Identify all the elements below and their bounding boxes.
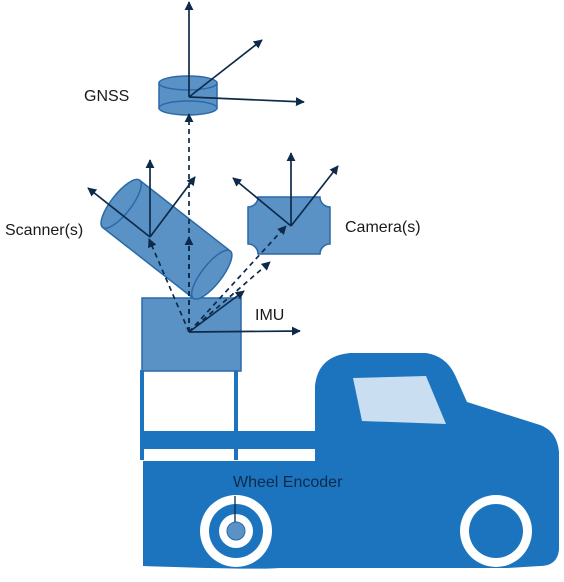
frame-camera [232, 152, 339, 227]
platform-leg-left [140, 370, 144, 460]
wheel-encoder-icon [226, 521, 246, 541]
scanner-label: Scanner(s) [5, 222, 83, 239]
platform-leg-right [234, 370, 238, 460]
wheel-encoder-label: Wheel Encoder [233, 474, 343, 491]
imu-right-arrow [188, 326, 301, 336]
gnss-antenna-icon [158, 75, 218, 116]
camera-right-arrow [290, 165, 339, 227]
gnss-right-arrow [188, 96, 305, 107]
scanner-left-arrow [87, 187, 151, 238]
lever-arm-camera [188, 225, 287, 333]
imu-box [141, 297, 242, 372]
camera-left-arrow [232, 177, 292, 227]
frame-imu [188, 290, 301, 336]
frame-gnss [184, 1, 305, 107]
front-wheel [460, 495, 532, 567]
frame-scanner [87, 159, 196, 238]
rear-wheel [200, 495, 272, 567]
imu-diag-arrow [188, 290, 245, 333]
platform-bed [140, 431, 315, 449]
lever-arm-lines [148, 113, 287, 333]
gnss-diag-arrow [188, 39, 263, 98]
camera-icon [247, 196, 331, 255]
gnss-label: GNSS [84, 88, 129, 105]
imu-label: IMU [255, 307, 284, 324]
camera-label: Camera(s) [345, 219, 421, 236]
platform-frame [140, 370, 315, 460]
scanner-right-arrow [149, 176, 196, 238]
truck-window [353, 376, 446, 424]
scanner-icon [100, 178, 233, 300]
lever-arm-scanner-2 [148, 238, 190, 333]
truck [140, 353, 559, 569]
